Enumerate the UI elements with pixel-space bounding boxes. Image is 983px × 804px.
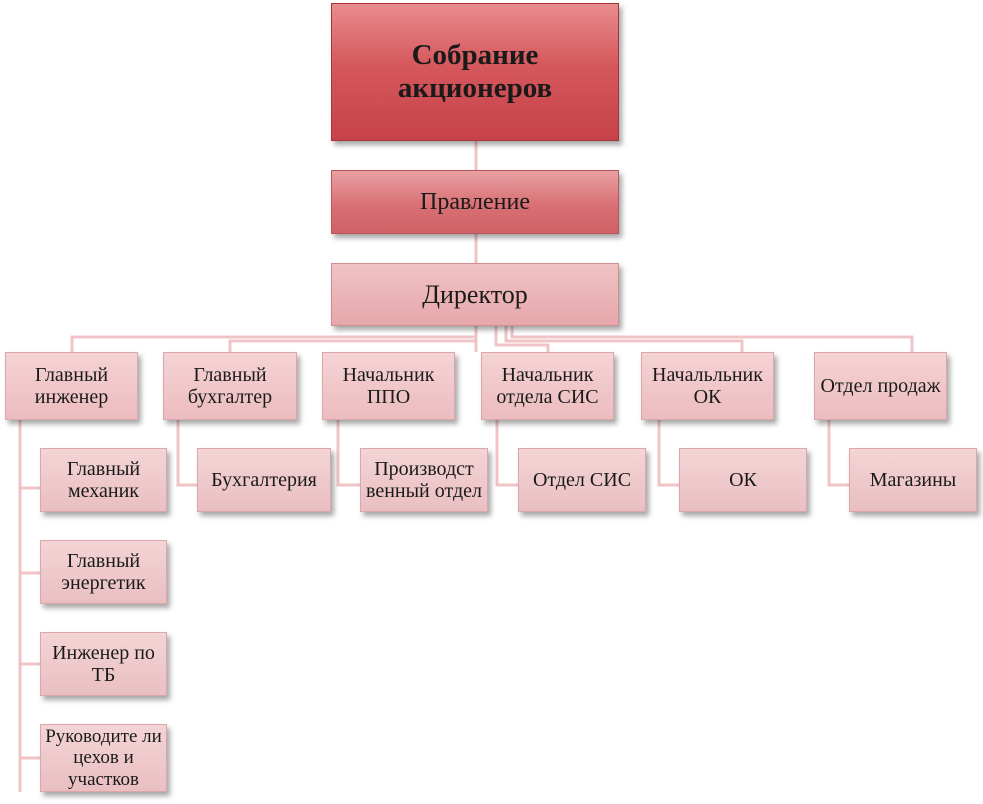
node-head-ok: Начальльник ОК: [641, 352, 774, 420]
node-sis-department: Отдел СИС: [518, 448, 646, 512]
node-label: Начальник отдела СИС: [496, 363, 599, 408]
node-sales-department: Отдел продаж: [814, 352, 947, 420]
node-label: Начальник ППО: [342, 363, 435, 408]
node-label: Правление: [420, 188, 530, 215]
node-label: Бухгалтерия: [211, 468, 317, 491]
node-board: Правление: [331, 170, 619, 234]
node-shareholders-meeting: Собрание акционеров: [331, 3, 619, 141]
node-director: Директор: [331, 263, 619, 326]
node-label: Главный бухгалтер: [187, 363, 273, 408]
node-production-department: Производст венный отдел: [360, 448, 488, 512]
node-chief-accountant: Главный бухгалтер: [163, 352, 297, 420]
node-label: Магазины: [869, 468, 957, 491]
node-stores: Магазины: [849, 448, 977, 512]
node-label: Инженер по ТБ: [52, 641, 155, 686]
node-label: ОК: [729, 468, 757, 491]
node-head-sis: Начальник отдела СИС: [481, 352, 614, 420]
node-ok: ОК: [679, 448, 807, 512]
node-label: Отдел продаж: [820, 374, 941, 397]
node-label: Отдел СИС: [532, 468, 632, 491]
node-accounting: Бухгалтерия: [197, 448, 331, 512]
node-workshop-heads: Руководите ли цехов и участков: [40, 724, 167, 792]
node-safety-engineer: Инженер по ТБ: [40, 632, 167, 696]
node-label: Главный инженер: [34, 363, 109, 408]
node-label: Главный механик: [66, 457, 141, 502]
node-label: Главный энергетик: [61, 549, 146, 594]
node-label: Производст венный отдел: [366, 457, 482, 502]
node-label: Начальльник ОК: [652, 363, 763, 408]
node-chief-power-engineer: Главный энергетик: [40, 540, 167, 604]
node-label: Собрание акционеров: [397, 38, 553, 104]
node-label: Руководите ли цехов и участков: [45, 726, 162, 790]
node-label: Директор: [422, 279, 528, 309]
node-chief-engineer: Главный инженер: [5, 352, 138, 420]
node-chief-mechanic: Главный механик: [40, 448, 167, 512]
node-head-ppo: Начальник ППО: [322, 352, 455, 420]
